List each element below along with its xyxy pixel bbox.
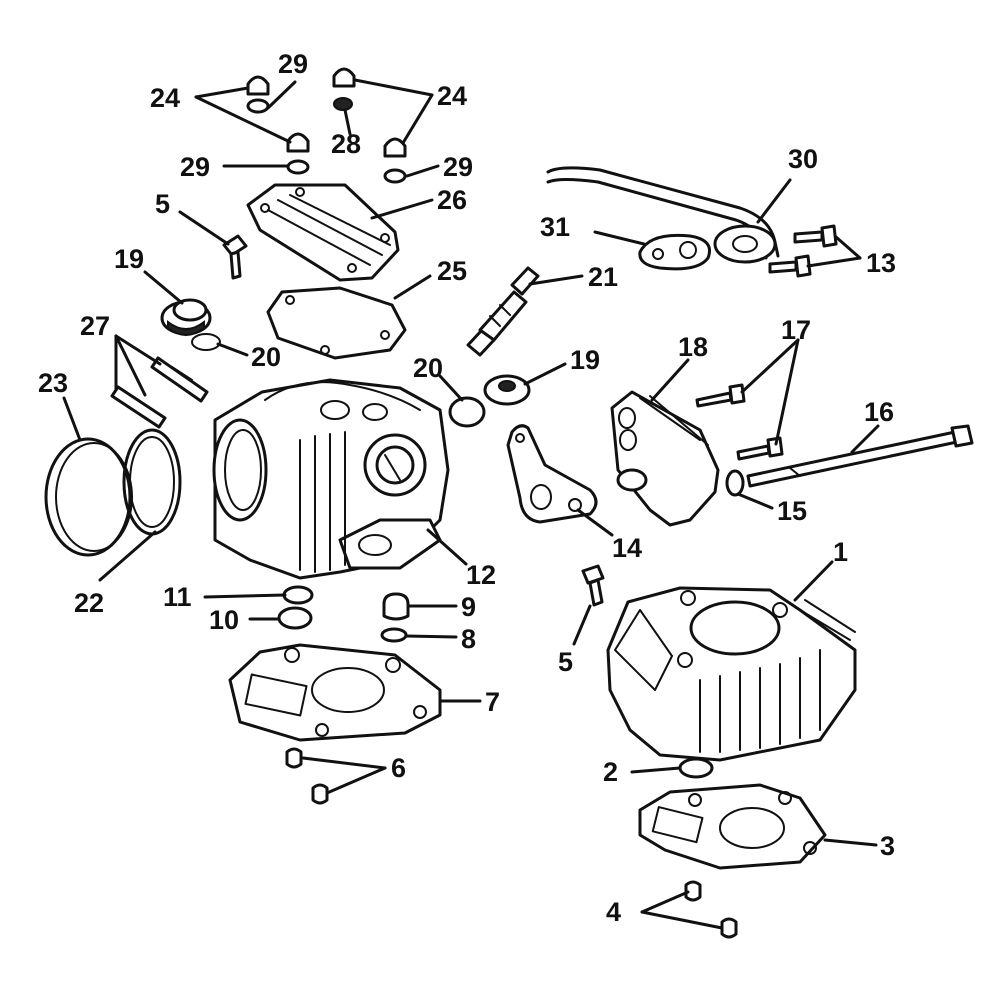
callout-30: 30 bbox=[788, 144, 818, 174]
callout-5-top: 5 bbox=[155, 189, 170, 219]
callout-25: 25 bbox=[437, 256, 467, 286]
callout-2: 2 bbox=[603, 757, 618, 787]
part-1-cylinder bbox=[606, 586, 857, 762]
part-30-oil-pipe bbox=[546, 166, 780, 264]
callout-29-top: 29 bbox=[278, 49, 308, 79]
callout-14: 14 bbox=[612, 533, 642, 563]
callout-31: 31 bbox=[540, 212, 570, 242]
part-29-washers bbox=[246, 98, 407, 184]
callout-5-bottom: 5 bbox=[558, 647, 573, 677]
part-24-cap-nuts bbox=[246, 67, 407, 158]
callout-11: 11 bbox=[163, 582, 192, 612]
callout-8: 8 bbox=[461, 624, 476, 654]
part-28-washer bbox=[333, 97, 353, 111]
part-27-studs bbox=[110, 356, 209, 429]
callout-15: 15 bbox=[777, 496, 807, 526]
part-20-plug bbox=[448, 396, 486, 428]
callout-20-center: 20 bbox=[413, 353, 443, 383]
callout-24-right: 24 bbox=[437, 81, 467, 111]
part-13-bolts bbox=[768, 224, 838, 278]
callout-28: 28 bbox=[331, 129, 361, 159]
callout-18: 18 bbox=[678, 332, 708, 362]
callout-29-right: 29 bbox=[443, 152, 473, 182]
part-31-pipe-gasket bbox=[638, 233, 711, 271]
callout-12: 12 bbox=[466, 560, 496, 590]
callout-1: 1 bbox=[833, 537, 848, 567]
part-16-long-stud bbox=[746, 424, 974, 488]
part-18-camshaft-holder bbox=[610, 390, 720, 527]
part-5-bolt-bottom bbox=[581, 564, 605, 607]
callout-22: 22 bbox=[74, 588, 104, 618]
part-22-o-ring bbox=[122, 428, 182, 536]
part-25-cover-gasket bbox=[266, 286, 407, 360]
callout-20-left: 20 bbox=[251, 342, 281, 372]
part-11-o-ring bbox=[282, 585, 314, 605]
callout-13: 13 bbox=[866, 248, 896, 278]
part-6-dowels bbox=[285, 747, 329, 805]
callout-19-center: 19 bbox=[570, 345, 600, 375]
part-8-washer bbox=[380, 627, 408, 643]
callout-29-left: 29 bbox=[180, 152, 210, 182]
part-20-o-ring bbox=[191, 333, 221, 351]
callout-labels: 1 2 3 4 5 5 6 7 8 9 10 11 12 13 14 15 16… bbox=[38, 49, 896, 927]
part-9-cap bbox=[382, 592, 410, 621]
callout-4: 4 bbox=[606, 897, 621, 927]
callout-3: 3 bbox=[880, 831, 895, 861]
callout-17: 17 bbox=[781, 315, 811, 345]
part-10-o-ring bbox=[277, 606, 313, 630]
part-23-side-cover bbox=[44, 437, 133, 557]
callout-27: 27 bbox=[80, 311, 110, 341]
part-19-cap bbox=[160, 298, 212, 336]
callout-24-left: 24 bbox=[150, 83, 180, 113]
part-26-head-cover bbox=[246, 183, 400, 282]
part-2-o-ring bbox=[678, 757, 714, 779]
callout-10: 10 bbox=[209, 605, 239, 635]
part-17-bolts bbox=[695, 383, 784, 461]
part-7-head-gasket bbox=[228, 643, 442, 742]
callout-21: 21 bbox=[588, 262, 618, 292]
callout-16: 16 bbox=[864, 397, 894, 427]
part-3-base-gasket bbox=[638, 783, 827, 870]
part-15-washer bbox=[725, 469, 745, 497]
callout-19-left: 19 bbox=[114, 244, 144, 274]
part-21-spark-plug bbox=[466, 266, 540, 357]
part-5-bolt-top bbox=[222, 234, 248, 280]
callout-26: 26 bbox=[437, 185, 467, 215]
leader-lines bbox=[62, 78, 880, 930]
callout-6: 6 bbox=[391, 753, 406, 783]
cylinder-head bbox=[212, 378, 450, 580]
callout-23: 23 bbox=[38, 368, 68, 398]
part-19-cap-center bbox=[483, 374, 531, 406]
callout-9: 9 bbox=[461, 592, 476, 622]
callout-7: 7 bbox=[485, 687, 500, 717]
part-4-dowels bbox=[684, 880, 738, 939]
part-14-plate bbox=[506, 424, 598, 524]
